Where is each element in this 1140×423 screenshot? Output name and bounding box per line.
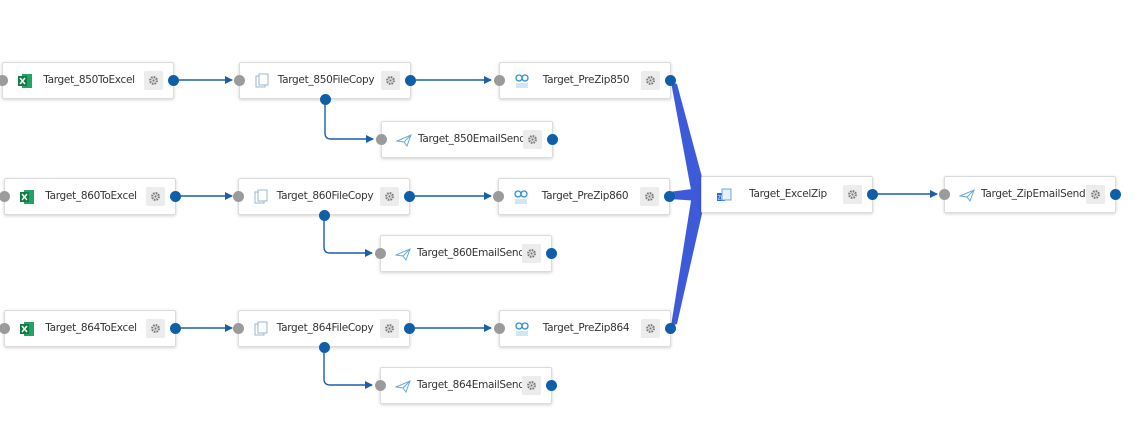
node-target-860emailsend[interactable]: Target_860EmailSend: [375, 235, 557, 272]
node-label: Target_864EmailSend: [417, 379, 525, 391]
file-copy-icon: [253, 321, 269, 337]
settings-gear-button[interactable]: [522, 244, 541, 263]
node-target-864filecopy[interactable]: Target_864FileCopy: [233, 310, 415, 353]
node-label: Target_860FileCopy: [276, 190, 374, 202]
settings-gear-button[interactable]: [381, 71, 400, 90]
node-label: Target_850FileCopy: [277, 74, 375, 86]
excel-icon: [17, 73, 33, 89]
svg-text:ZIP: ZIP: [718, 196, 726, 202]
node-label: Target_860EmailSend: [417, 247, 525, 259]
send-icon: [395, 132, 412, 148]
settings-gear-button[interactable]: [523, 130, 542, 149]
node-target-prezip850[interactable]: Target_PreZip850: [494, 62, 676, 99]
settings-gear-button[interactable]: [843, 185, 862, 204]
node-label: Target_PreZip860: [541, 190, 629, 202]
excel-icon: [19, 189, 35, 205]
node-target-850emailsend[interactable]: Target_850EmailSend: [376, 121, 558, 158]
file-copy-icon: [253, 189, 269, 205]
settings-gear-button[interactable]: [641, 319, 660, 338]
node-label: Target_860ToExcel: [45, 190, 137, 202]
output-port[interactable]: [168, 75, 179, 86]
input-port[interactable]: [376, 134, 387, 145]
input-port[interactable]: [233, 191, 244, 202]
input-port[interactable]: [0, 75, 8, 86]
node-target-zipemailsend[interactable]: Target_ZipEmailSend: [939, 176, 1121, 213]
output-port[interactable]: [404, 191, 415, 202]
input-port[interactable]: [494, 75, 505, 86]
node-label: Target_PreZip864: [542, 322, 630, 334]
settings-gear-button[interactable]: [522, 376, 541, 395]
settings-gear-button[interactable]: [144, 71, 163, 90]
output-port[interactable]: [546, 248, 557, 259]
output-port-bottom[interactable]: [320, 94, 331, 105]
settings-gear-button[interactable]: [640, 187, 659, 206]
input-port[interactable]: [375, 248, 386, 259]
input-port[interactable]: [0, 323, 10, 334]
output-port[interactable]: [665, 75, 676, 86]
node-label: Target_864ToExcel: [45, 322, 137, 334]
node-label: Target_864FileCopy: [276, 322, 374, 334]
settings-gear-button[interactable]: [1086, 185, 1105, 204]
output-port[interactable]: [665, 323, 676, 334]
input-port[interactable]: [939, 189, 950, 200]
connector-864copy-to-864email[interactable]: [323, 352, 373, 389]
settings-gear-button[interactable]: [380, 187, 399, 206]
file-copy-icon: [254, 73, 270, 89]
node-target-prezip864[interactable]: Target_PreZip864: [494, 310, 676, 347]
settings-gear-button[interactable]: [146, 319, 165, 338]
node-label: Target_850ToExcel: [43, 74, 135, 86]
excel-icon: [19, 321, 35, 337]
connector-850copy-to-850email[interactable]: [324, 104, 374, 143]
output-port[interactable]: [405, 75, 416, 86]
node-target-prezip860[interactable]: Target_PreZip860: [493, 178, 675, 215]
send-icon: [958, 187, 975, 203]
connector-860copy-to-860email[interactable]: [323, 220, 373, 257]
node-target-860toexcel[interactable]: Target_860ToExcel: [0, 178, 181, 215]
send-icon: [394, 378, 411, 394]
output-port-bottom[interactable]: [319, 210, 330, 221]
node-label: Target_850EmailSend: [418, 133, 526, 145]
input-port[interactable]: [493, 191, 504, 202]
node-target-864toexcel[interactable]: Target_864ToExcel: [0, 310, 181, 347]
send-icon: [394, 246, 411, 262]
output-port[interactable]: [546, 380, 557, 391]
output-port[interactable]: [664, 191, 675, 202]
output-port[interactable]: [404, 323, 415, 334]
node-label: Target_ExcelZip: [749, 188, 827, 200]
output-port[interactable]: [1110, 189, 1121, 200]
input-port[interactable]: [494, 323, 505, 334]
output-port[interactable]: [170, 323, 181, 334]
settings-gear-button[interactable]: [380, 319, 399, 338]
node-target-excelzip[interactable]: ZIP Target_ExcelZip: [701, 176, 878, 213]
script-icon: [513, 189, 529, 205]
node-target-850filecopy[interactable]: Target_850FileCopy: [234, 62, 416, 105]
output-port[interactable]: [867, 189, 878, 200]
node-label: Target_ZipEmailSend: [981, 188, 1086, 200]
output-port-bottom[interactable]: [319, 342, 330, 353]
input-port[interactable]: [233, 323, 244, 334]
settings-gear-button[interactable]: [146, 187, 165, 206]
node-target-850toexcel[interactable]: Target_850ToExcel: [0, 62, 179, 99]
node-target-860filecopy[interactable]: Target_860FileCopy: [233, 178, 415, 221]
script-icon: [514, 73, 530, 89]
node-label: Target_PreZip850: [542, 74, 630, 86]
output-port[interactable]: [170, 191, 181, 202]
settings-gear-button[interactable]: [641, 71, 660, 90]
script-icon: [514, 321, 530, 337]
input-port[interactable]: [0, 191, 10, 202]
zip-icon: ZIP: [716, 187, 732, 203]
output-port[interactable]: [547, 134, 558, 145]
input-port[interactable]: [234, 75, 245, 86]
input-port[interactable]: [375, 380, 386, 391]
node-target-864emailsend[interactable]: Target_864EmailSend: [375, 367, 557, 404]
